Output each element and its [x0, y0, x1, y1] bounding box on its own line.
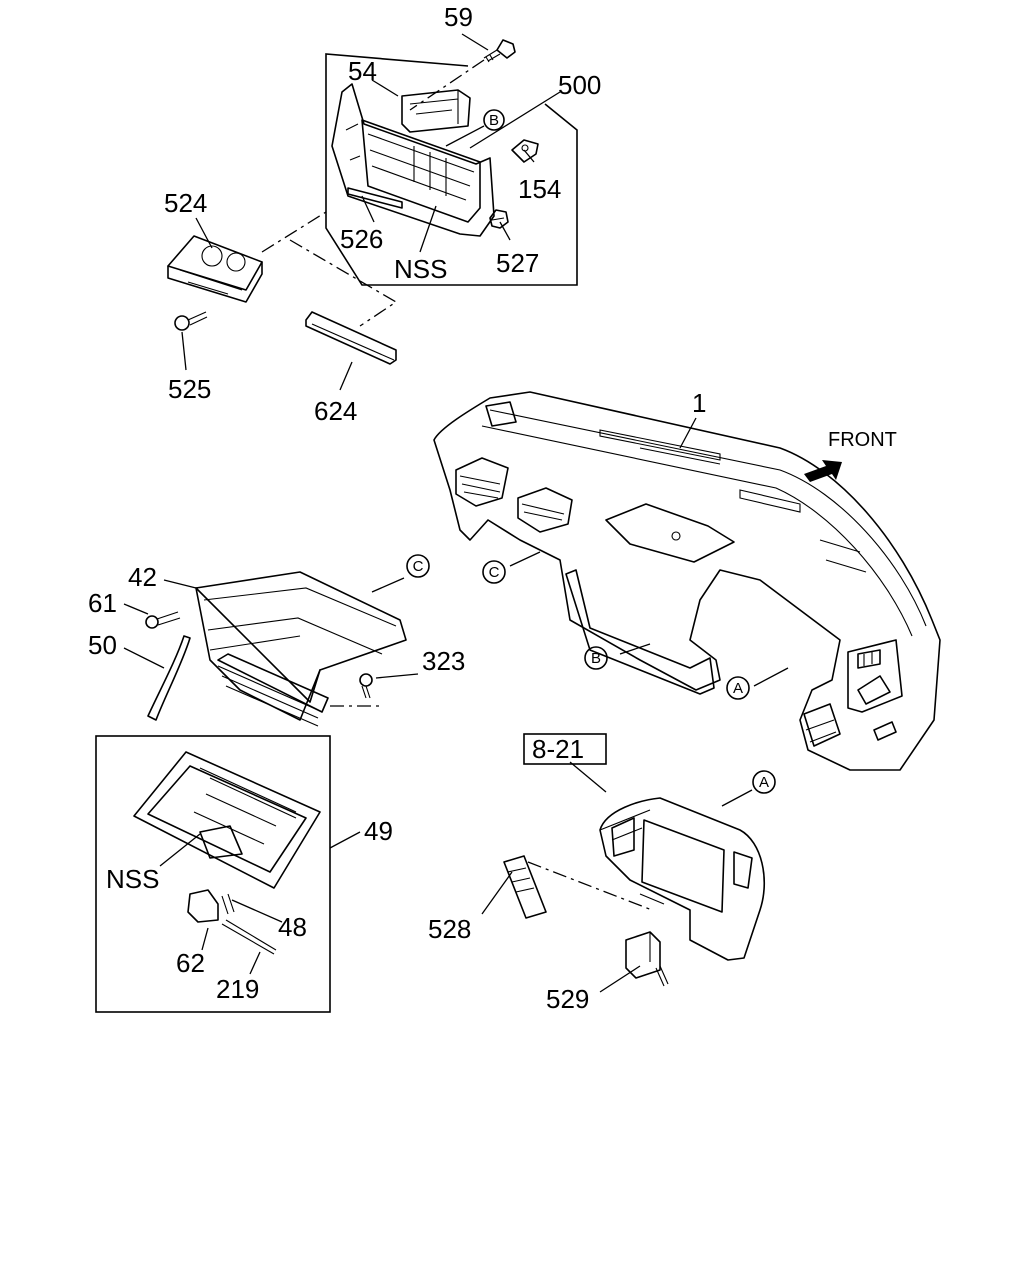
bezel-nss — [331, 83, 495, 237]
leader-lines — [123, 33, 789, 993]
ref-a-bezel: A — [752, 770, 776, 794]
bracket-54 — [401, 89, 471, 133]
panel-524 — [167, 211, 398, 327]
label-323: 323 — [422, 646, 465, 676]
dashboard-1 — [433, 391, 941, 771]
label-524: 524 — [164, 188, 207, 218]
svg-text:B: B — [489, 112, 499, 129]
ref-c-glovebox: C — [406, 554, 430, 578]
label-49: 49 — [364, 816, 393, 846]
svg-text:A: A — [759, 774, 769, 791]
label-219: 219 — [216, 974, 259, 1004]
screw-61 — [145, 611, 181, 629]
label-154: 154 — [518, 174, 561, 204]
svg-text:C: C — [489, 564, 500, 581]
label-527: 527 — [496, 248, 539, 278]
ref-box-8-21 — [523, 733, 607, 765]
label-62: 62 — [176, 948, 205, 978]
label-1: 1 — [692, 388, 706, 418]
label-front: FRONT — [828, 429, 897, 451]
label-8-21: 8-21 — [532, 734, 584, 764]
module-529 — [625, 931, 669, 987]
label-624: 624 — [314, 396, 357, 426]
label-500: 500 — [558, 70, 601, 100]
screw-59 — [409, 39, 516, 111]
nut-527 — [489, 209, 509, 229]
label-nss-lid: NSS — [106, 864, 159, 894]
strip-50 — [147, 635, 191, 721]
label-54: 54 — [348, 56, 377, 86]
bar-624 — [305, 311, 397, 365]
instrument-bezel — [599, 797, 766, 961]
box-49 — [95, 735, 331, 1013]
label-42: 42 — [128, 562, 157, 592]
svg-text:A: A — [733, 680, 743, 697]
screw-525 — [174, 311, 208, 331]
screw-323 — [359, 673, 373, 699]
label-61: 61 — [88, 588, 117, 618]
front-arrow — [804, 460, 842, 482]
ref-b-top: B — [483, 109, 505, 131]
box-500 — [325, 53, 578, 286]
svg-text:B: B — [591, 650, 601, 667]
label-50: 50 — [88, 630, 117, 660]
label-528: 528 — [428, 914, 471, 944]
label-529: 529 — [546, 984, 589, 1014]
ref-c-dash: C — [482, 560, 506, 584]
label-526: 526 — [340, 224, 383, 254]
bracket-528 — [503, 855, 653, 919]
glovebox-42 — [195, 571, 407, 727]
label-59: 59 — [444, 2, 473, 32]
svg-text:C: C — [413, 558, 424, 575]
label-525: 525 — [168, 374, 211, 404]
ref-b-dash: B — [584, 646, 608, 670]
strip-526 — [347, 187, 403, 209]
label-48: 48 — [278, 912, 307, 942]
label-nss-bezel: NSS — [394, 254, 447, 284]
ref-a-dash: A — [726, 676, 750, 700]
